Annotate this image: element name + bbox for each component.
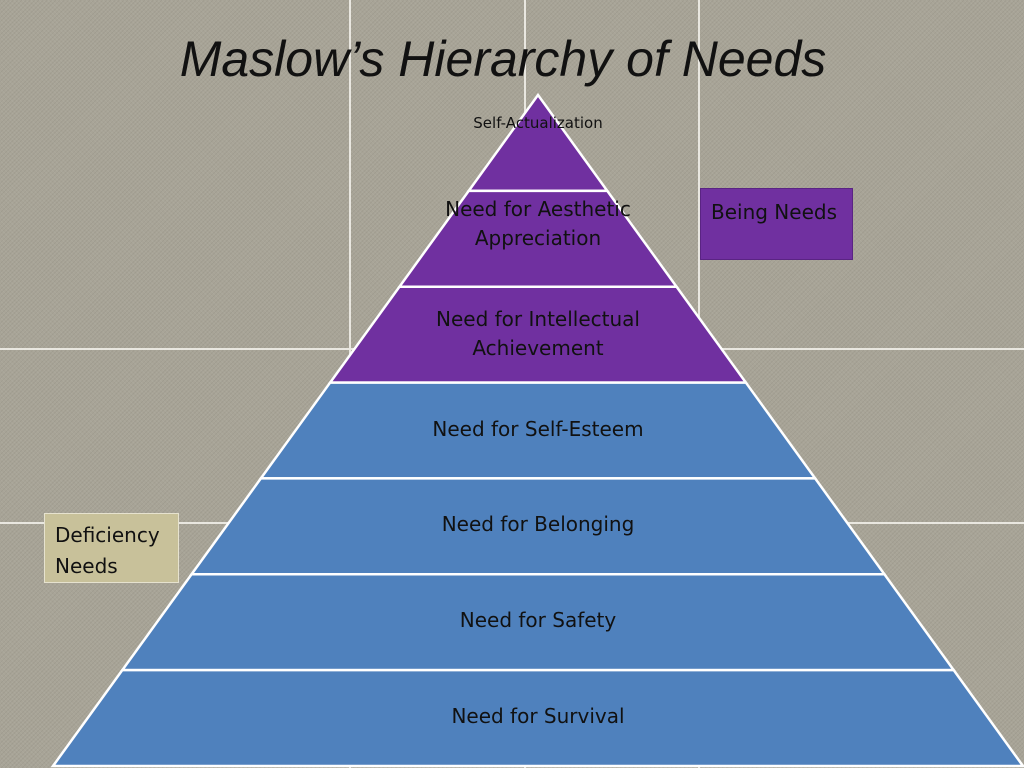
tier-label: Need for Self-Esteem (432, 416, 644, 441)
deficiency-needs-box: Deficiency Needs (44, 513, 179, 583)
tier-label: Need for Survival (451, 704, 625, 729)
tier-label: Need for Intellectual Achievement (436, 306, 640, 360)
pyramid-tier-7 (50, 668, 1024, 768)
tier-label: Need for Belonging (441, 512, 635, 537)
pyramid-tier-1 (466, 92, 610, 193)
being-needs-box: Being Needs (700, 188, 853, 260)
tier-label: Need for Aesthetic Appreciation (445, 196, 631, 250)
slide-title: Maslow’s Hierarchy of Needs (179, 31, 827, 87)
tier-label: Self-Actualization (473, 114, 603, 132)
tier-label: Need for Safety (459, 608, 617, 633)
